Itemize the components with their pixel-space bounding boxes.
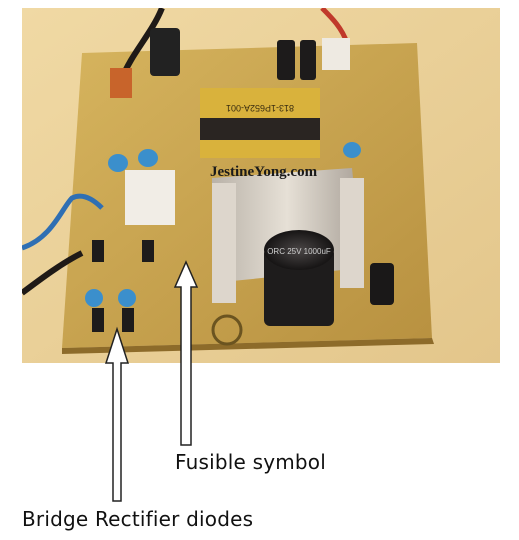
bridge-diode-1 — [92, 308, 104, 332]
big-capacitor — [264, 248, 334, 326]
capacitor-top-left — [150, 28, 180, 76]
fusible-symbol-label: Fusible symbol — [175, 450, 327, 474]
transformer-label: 813-1P652A-001 — [226, 103, 294, 113]
capacitor-top-mid2 — [300, 40, 316, 80]
heatsink-fin-left — [212, 183, 236, 303]
blue-cap-2 — [138, 149, 158, 167]
pcb-photo: 813-1P652A-001 ORC 25V 1000uF JestineYon… — [22, 8, 500, 363]
capacitor-label: ORC 25V 1000uF — [267, 247, 331, 256]
bridge-rectifier-label: Bridge Rectifier diodes — [22, 507, 254, 531]
transformer-core — [200, 118, 320, 140]
capacitor-top-mid — [277, 40, 295, 80]
pcb-edge — [62, 338, 434, 354]
white-connector-mid — [125, 170, 175, 225]
diode-2 — [142, 240, 154, 262]
watermark: JestineYong.com — [210, 164, 318, 180]
blue-wire — [22, 193, 104, 251]
heatsink-fin-right — [340, 178, 364, 288]
small-capacitor-right — [370, 263, 394, 305]
black-wire-left — [22, 250, 84, 296]
orange-connector — [110, 68, 132, 98]
diode-1 — [92, 240, 104, 262]
blue-cap-1 — [108, 154, 128, 172]
big-capacitor-top — [264, 230, 334, 270]
ring-marking — [211, 314, 243, 346]
white-connector-top — [322, 38, 350, 70]
blue-cap-5 — [118, 289, 136, 307]
bridge-diode-2 — [122, 308, 134, 332]
blue-cap-4 — [85, 289, 103, 307]
blue-cap-3 — [343, 142, 361, 158]
